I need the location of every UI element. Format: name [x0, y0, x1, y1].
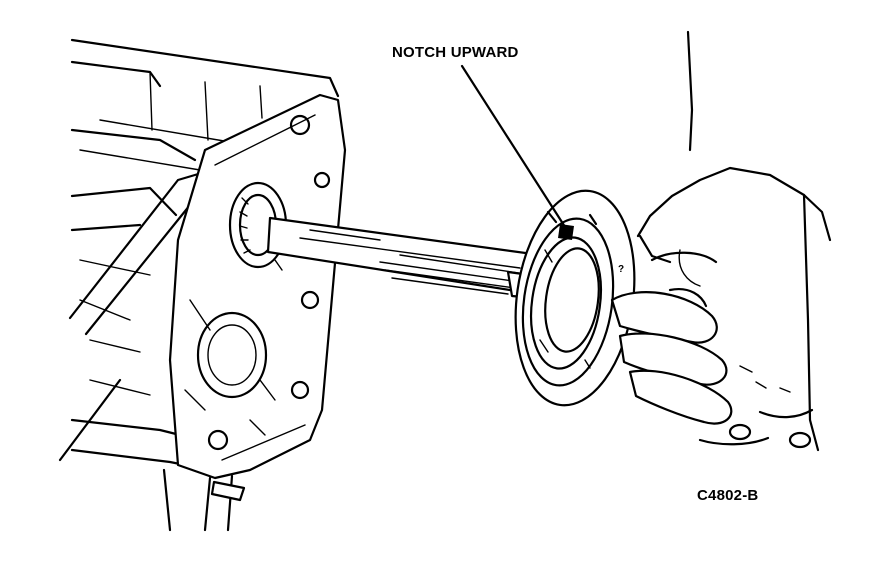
notch-upward-callout-label: NOTCH UPWARD [392, 44, 519, 61]
technician-hand [610, 30, 832, 452]
svg-text:?: ? [618, 264, 624, 275]
figure-code-label: C4802-B [697, 487, 759, 504]
callout-leader-line [460, 64, 569, 232]
oil-seal: ? [514, 189, 636, 407]
transmission-case [58, 38, 347, 532]
